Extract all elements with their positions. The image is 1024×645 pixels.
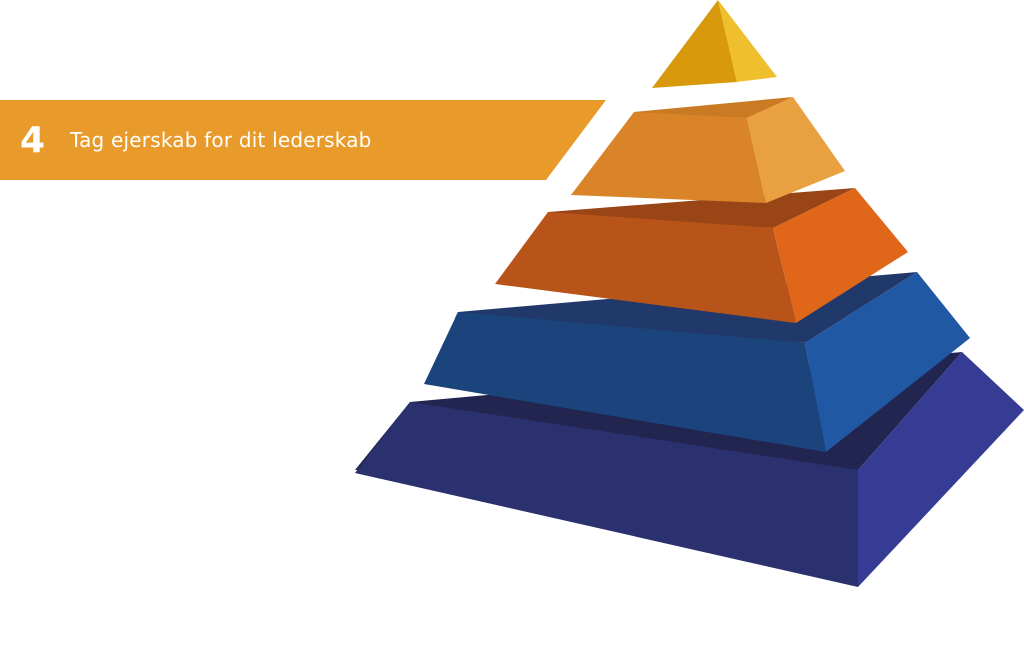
- pyramid-tier-5: [652, 0, 777, 88]
- tier-4-front-face: [571, 112, 766, 203]
- tier-3-side-face: [773, 188, 908, 323]
- step-banner-text: 4 Tag ejerskab for dit lederskab: [0, 100, 600, 180]
- tier-1-front-face: [355, 402, 858, 587]
- step-banner: [0, 100, 606, 180]
- tier-4-side-face: [747, 97, 845, 203]
- pyramid-tier-3: [495, 188, 908, 323]
- tier-5-front-face: [652, 0, 737, 88]
- tier-4-top-face: [634, 97, 793, 118]
- tier-2-side-face: [805, 272, 970, 452]
- tier-3-front-face: [495, 212, 796, 323]
- tier-5-side-face: [718, 0, 777, 82]
- step-label: Tag ejerskab for dit lederskab: [70, 128, 372, 152]
- tier-1-side-face: [858, 352, 1024, 587]
- tier-2-front-face: [424, 312, 826, 452]
- pyramid-tier-4: [571, 97, 845, 203]
- step-number: 4: [20, 119, 46, 161]
